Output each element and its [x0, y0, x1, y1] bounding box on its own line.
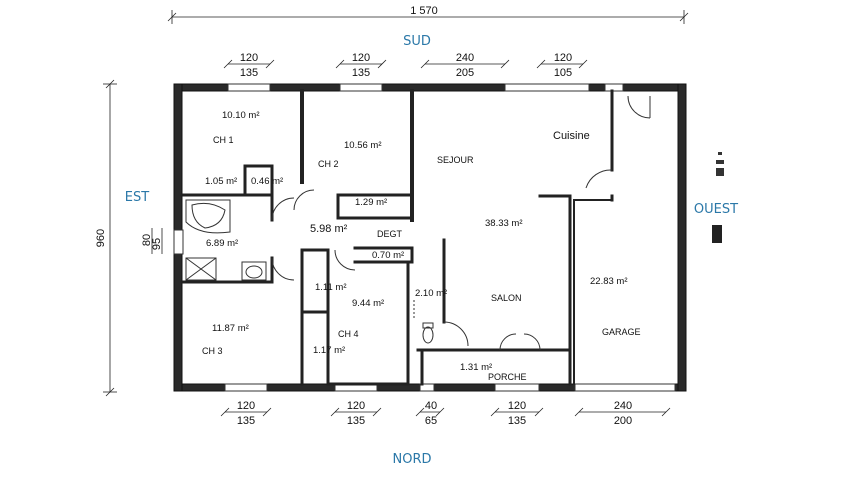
ch3-area: 11.87 m²: [212, 323, 249, 334]
overall-width-label: 1 570: [410, 5, 438, 17]
top-opening-3-top: 240: [456, 52, 474, 64]
bottom-opening-dimensions: 120 135 120 135 40 65 120 135 240 200: [220, 400, 671, 427]
outer-walls: [173, 83, 687, 392]
sejour-area: 38.33 m²: [485, 218, 523, 229]
top-opening-4-top: 120: [554, 52, 572, 64]
ch1-name: CH 1: [213, 135, 234, 145]
bottom-opening-4-top: 120: [508, 400, 526, 412]
compass-south: SUD: [403, 34, 431, 49]
bottom-opening-4-bottom: 135: [508, 415, 526, 427]
room-labels: 10.10 m² CH 1 10.56 m² CH 2 Cuisine SEJO…: [202, 110, 641, 382]
compass-north: NORD: [393, 452, 432, 467]
placard5-area: 1.11 m²: [315, 282, 347, 293]
bain-area: 6.89 m²: [206, 238, 238, 249]
top-windows: [227, 83, 624, 92]
placard4-area: 0.70 m²: [372, 250, 404, 261]
side-dim-a: 80: [141, 234, 153, 246]
overall-depth-dimension: 960: [95, 79, 117, 397]
inner-walls: [180, 89, 614, 386]
cuisine-name: Cuisine: [553, 130, 590, 142]
bathroom-fixtures: [185, 199, 434, 344]
placard6-area: 1.17 m²: [313, 345, 345, 356]
placard1-area: 1.05 m²: [205, 176, 237, 187]
degt-area: 5.98 m²: [310, 223, 348, 235]
top-opening-1-top: 120: [240, 52, 258, 64]
bottom-opening-2-bottom: 135: [347, 415, 365, 427]
ch4-area: 9.44 m²: [352, 298, 384, 309]
bottom-opening-5-bottom: 200: [614, 415, 632, 427]
bottom-opening-1-top: 120: [237, 400, 255, 412]
ch2-area: 10.56 m²: [344, 140, 382, 151]
bottom-opening-3-bottom: 65: [425, 415, 437, 427]
side-marks: [712, 152, 724, 243]
side-dim-b: 95: [151, 238, 163, 250]
sejour-name: SEJOUR: [437, 155, 474, 165]
bottom-opening-1-bottom: 135: [237, 415, 255, 427]
overall-depth-label: 960: [95, 229, 107, 247]
compass-east: EST: [125, 190, 149, 205]
placard2-area: 0.46 m²: [251, 176, 283, 187]
top-opening-4-bottom: 105: [554, 67, 572, 79]
bottom-opening-2-top: 120: [347, 400, 365, 412]
bottom-opening-5-top: 240: [614, 400, 632, 412]
top-opening-2-bottom: 135: [352, 67, 370, 79]
top-opening-3-bottom: 205: [456, 67, 474, 79]
top-opening-1-bottom: 135: [240, 67, 258, 79]
side-small-dimensions: 80 95: [141, 228, 163, 254]
porche-name: PORCHE: [488, 372, 527, 382]
bottom-opening-3-top: 40: [425, 400, 437, 412]
salon-name: SALON: [491, 293, 522, 303]
compass-west: OUEST: [694, 202, 738, 217]
garage-area: 22.83 m²: [590, 276, 628, 287]
overall-width-dimension: 1 570: [167, 5, 689, 24]
porche-area: 1.31 m²: [460, 362, 492, 373]
ch1-area: 10.10 m²: [222, 110, 260, 121]
placard3-area: 1.29 m²: [355, 197, 387, 208]
ch3-name: CH 3: [202, 346, 223, 356]
ch2-name: CH 2: [318, 159, 339, 169]
top-opening-dimensions: 120 135 120 135 240 205 120 105: [223, 52, 588, 79]
garage-name: GARAGE: [602, 327, 641, 337]
top-opening-2-top: 120: [352, 52, 370, 64]
wc-area: 2.10 m²: [415, 288, 447, 299]
door-swings: [271, 95, 651, 351]
ch4-name: CH 4: [338, 329, 359, 339]
degt-name: DEGT: [377, 229, 403, 239]
